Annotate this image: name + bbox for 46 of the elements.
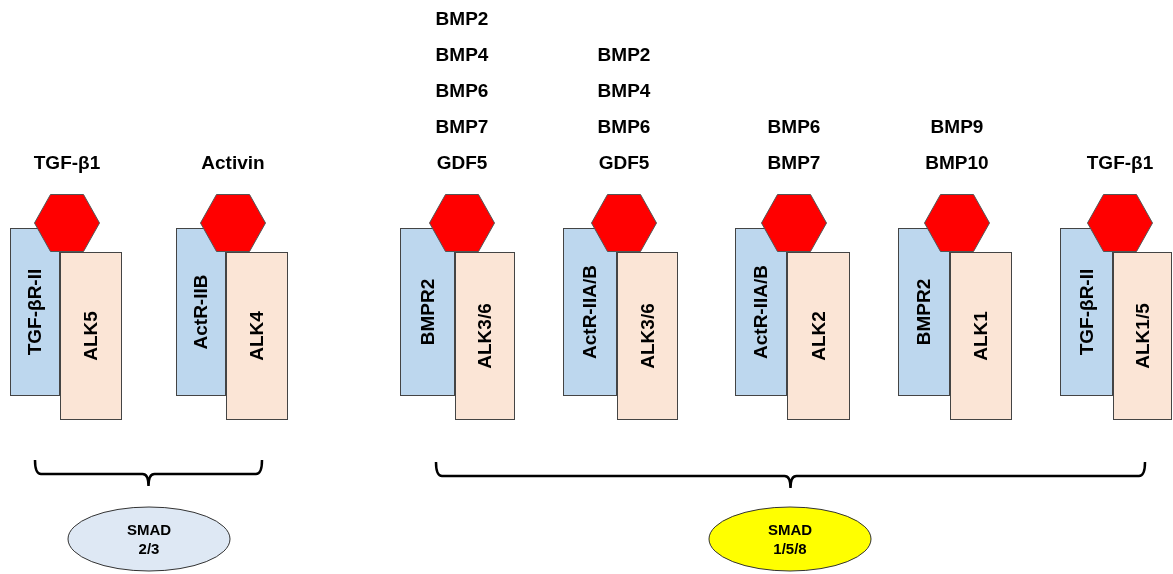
ligand-label: BMP2 (435, 8, 489, 30)
receptor-box (617, 252, 678, 420)
receptor-label: ActR-IIA/B (579, 265, 601, 359)
ligand-label: BMP7 (435, 116, 489, 138)
receptor-box (1060, 228, 1113, 396)
ligand-label: BMP9 (930, 116, 984, 138)
ligand-label: BMP10 (925, 152, 989, 174)
receptor-label: BMPR2 (416, 278, 439, 346)
ligand-label: BMP6 (597, 116, 651, 138)
receptor-box (60, 252, 122, 420)
ligand-label: TGF-β1 (1086, 152, 1154, 174)
ligand-label: BMP2 (597, 44, 651, 66)
receptor-label: BMPR2 (913, 278, 935, 346)
ligand-label: BMP6 (767, 116, 821, 138)
receptor-box (787, 252, 850, 420)
receptor-label: ALK2 (807, 311, 830, 361)
receptor-label: TGF-βR-II (1075, 268, 1098, 356)
ligand-label: GDF5 (436, 152, 488, 174)
receptor-label: TGF-βR-II (24, 268, 46, 356)
receptor-label: ActR-IIB (190, 274, 212, 350)
receptor-box (10, 228, 60, 396)
ligand-label: BMP4 (435, 44, 489, 66)
ligand-label: BMP7 (767, 152, 821, 174)
receptor-label: ALK5 (80, 311, 102, 361)
receptor-box (898, 228, 950, 396)
receptor-label: ALK3/6 (636, 303, 659, 369)
receptor-label: ALK4 (246, 311, 268, 361)
ligand-label: TGF-β1 (33, 152, 101, 174)
receptor-box (563, 228, 617, 396)
smad-label: SMAD 1/5/8 (766, 520, 814, 558)
ligand-label: BMP4 (597, 80, 651, 102)
receptor-box (400, 228, 455, 396)
receptor-box (226, 252, 288, 420)
receptor-box (735, 228, 787, 396)
receptor-label: ALK3/6 (474, 303, 496, 369)
receptor-box (455, 252, 515, 420)
ligand-label: Activin (201, 152, 265, 174)
receptor-label: ActR-IIA/B (750, 265, 772, 359)
receptor-box (176, 228, 226, 396)
smad-label: SMAD 2/3 (125, 520, 173, 558)
receptor-box (950, 252, 1012, 420)
ligand-label: BMP6 (435, 80, 489, 102)
receptor-box (1113, 252, 1172, 420)
receptor-label: ALK1/5 (1131, 303, 1154, 369)
ligand-label: GDF5 (598, 152, 650, 174)
receptor-label: ALK1 (970, 311, 992, 361)
